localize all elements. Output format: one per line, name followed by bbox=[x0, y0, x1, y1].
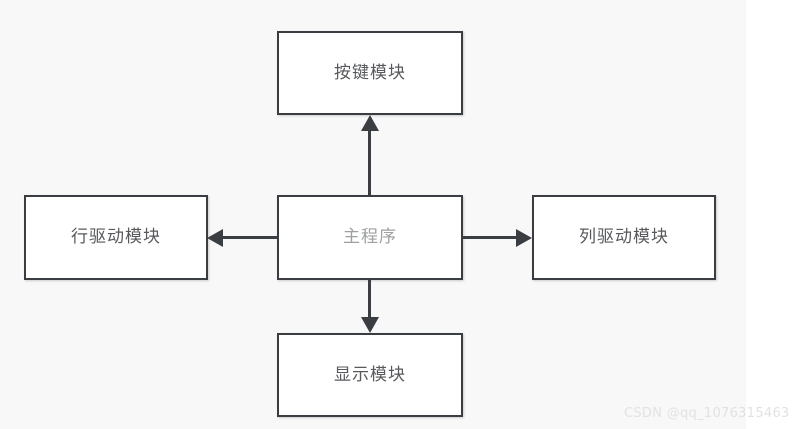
arrowhead-left-icon bbox=[207, 229, 223, 247]
arrowhead-down-icon bbox=[361, 317, 379, 333]
arrowhead-up-icon bbox=[361, 115, 379, 131]
arrow-shaft-horizontal-left bbox=[220, 236, 277, 239]
node-key-module: 按键模块 bbox=[277, 31, 463, 115]
watermark-text: CSDN @qq_1076315463 bbox=[624, 406, 790, 421]
node-display-module: 显示模块 bbox=[277, 333, 463, 417]
arrow-shaft-horizontal-right bbox=[463, 236, 519, 239]
arrow-shaft-vertical-down bbox=[368, 280, 371, 320]
node-column-driver-module: 列驱动模块 bbox=[532, 195, 716, 280]
arrow-shaft-vertical-up bbox=[368, 128, 371, 195]
node-row-driver-module-label: 行驱动模块 bbox=[71, 227, 161, 247]
node-column-driver-module-label: 列驱动模块 bbox=[579, 227, 669, 247]
arrowhead-right-icon bbox=[516, 229, 532, 247]
node-main-program-label: 主程序 bbox=[343, 227, 397, 247]
node-main-program: 主程序 bbox=[277, 195, 463, 280]
node-row-driver-module: 行驱动模块 bbox=[24, 195, 208, 280]
node-key-module-label: 按键模块 bbox=[334, 62, 406, 83]
node-display-module-label: 显示模块 bbox=[334, 364, 406, 385]
